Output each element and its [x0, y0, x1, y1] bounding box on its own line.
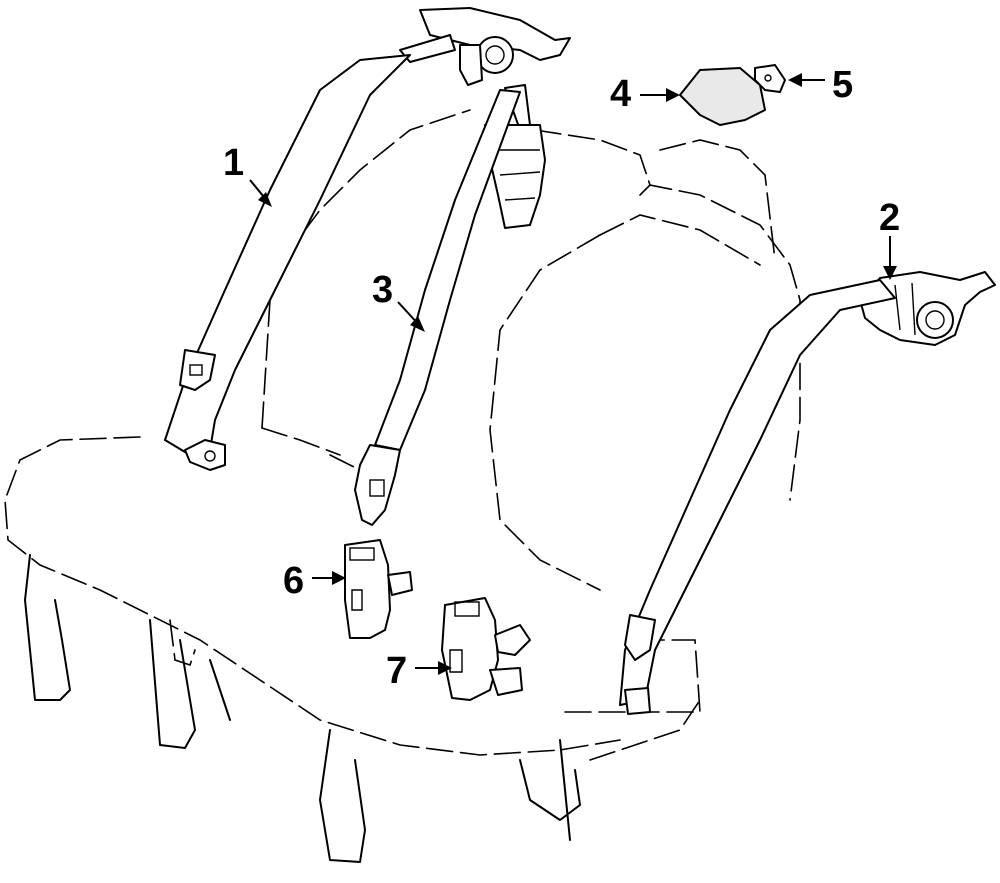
trim-cover-part	[679, 67, 766, 126]
right-outer-belt-assembly	[619, 271, 996, 715]
callout-4: 4	[610, 73, 631, 115]
center-buckle-part	[344, 539, 413, 639]
callout-6: 6	[283, 560, 304, 602]
rear-seat-outline	[4, 109, 801, 863]
leader-lines	[249, 73, 897, 675]
callout-1: 1	[223, 142, 244, 184]
center-belt-assembly	[354, 84, 546, 526]
callout-2: 2	[879, 197, 900, 239]
bracket-part	[754, 64, 786, 93]
callout-3: 3	[372, 269, 393, 311]
callout-5: 5	[832, 64, 853, 106]
double-buckle-part	[441, 597, 531, 701]
callout-7: 7	[386, 650, 407, 692]
left-outer-belt-assembly	[164, 7, 571, 471]
